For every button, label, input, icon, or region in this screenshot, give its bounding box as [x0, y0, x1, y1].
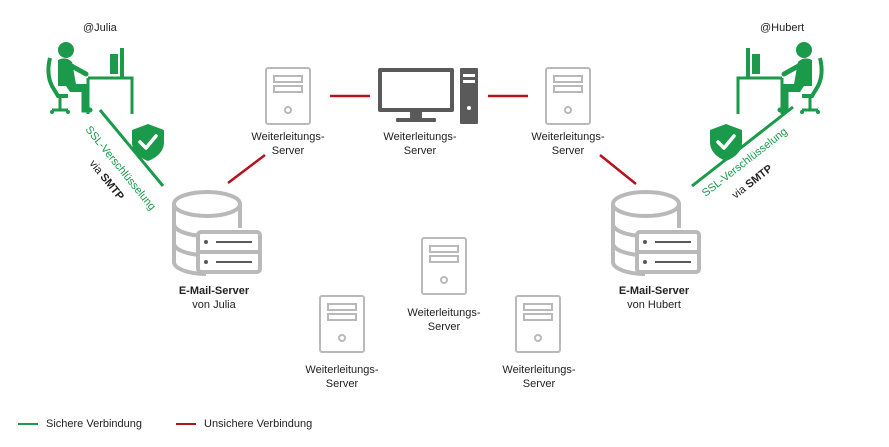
database-server-icon: [610, 190, 701, 276]
server-tower-icon: [265, 67, 311, 125]
server-tower-icon: [421, 237, 467, 295]
server-tower-icon: [515, 295, 561, 353]
shield-check-icon: [708, 122, 744, 163]
legend-insecure: Unsichere Verbindung: [176, 418, 312, 430]
insecure-connection-line: [599, 154, 637, 185]
secure-connection-line-hubert: [691, 105, 794, 188]
relay-server-label: Weiterleitungs-Server: [531, 131, 605, 157]
desktop-computer-icon: [378, 68, 478, 124]
user-handle-julia: @Julia: [83, 22, 117, 34]
person-at-desk-icon: [738, 42, 822, 114]
legend-secure: Sichere Verbindung: [18, 418, 142, 430]
relay-server-label: Weiterleitungs-Server: [305, 364, 379, 390]
user-handle-hubert: @Hubert: [760, 22, 805, 34]
relay-server-label: Weiterleitungs-Server: [502, 364, 576, 390]
relay-server-label: Weiterleitungs-Server: [383, 131, 457, 157]
legend-secure-swatch: [18, 423, 38, 425]
legend-secure-label: Sichere Verbindung: [46, 418, 143, 430]
server-tower-icon: [545, 67, 591, 125]
legend-insecure-swatch: [176, 423, 196, 425]
legend-insecure-label: Unsichere Verbindung: [204, 418, 313, 430]
secure-connection-line-julia: [98, 109, 165, 187]
database-server-icon: [171, 190, 262, 276]
person-at-desk-icon: [48, 42, 132, 114]
relay-server-label: Weiterleitungs-Server: [407, 307, 481, 333]
server-tower-icon: [319, 295, 365, 353]
insecure-connection-line: [227, 154, 266, 184]
relay-server-label: Weiterleitungs-Server: [251, 131, 325, 157]
